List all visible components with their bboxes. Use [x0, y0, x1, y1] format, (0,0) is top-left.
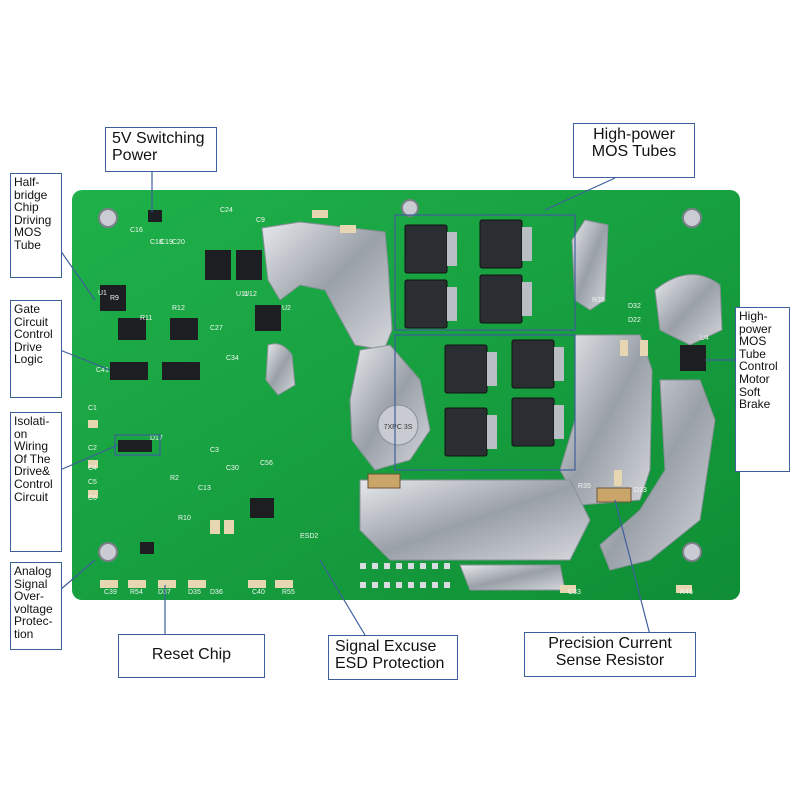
silkscreen-code: C39: [104, 589, 117, 596]
callout-esd-protection: Signal Excuse ESD Protection: [328, 635, 458, 680]
silkscreen-code: C2: [88, 445, 97, 452]
silkscreen-code: C5: [88, 479, 97, 486]
silkscreen-code: C1: [88, 405, 97, 412]
silkscreen-code: R46: [680, 589, 693, 596]
chip-marking: 7XPC 3S: [384, 424, 413, 431]
silkscreen-code: C18: [150, 239, 163, 246]
highlight-boxes: [114, 214, 576, 471]
callout-isolation-wiring: Isolati- on Wiring Of The Drive& Control…: [10, 412, 62, 552]
silkscreen-code: C3: [210, 447, 219, 454]
silkscreen-code: D32: [628, 303, 641, 310]
silkscreen-code: R2: [170, 475, 179, 482]
silkscreen-code: D23: [634, 487, 647, 494]
callout-high-power-mos-tubes: High-power MOS Tubes: [573, 123, 695, 178]
silkscreen-code: R11: [140, 315, 152, 322]
silkscreen-code: R55: [282, 589, 295, 596]
mosfet-tabs: [447, 227, 564, 449]
silkscreen-code: D35: [188, 589, 201, 596]
callout-reset-chip: Reset Chip: [118, 634, 265, 678]
silkscreen-code: C27: [210, 325, 223, 332]
silkscreen-code: C20: [172, 239, 185, 246]
callout-gate-circuit: Gate Circuit Control Drive Logic: [10, 300, 62, 398]
silkscreen-code: C41: [96, 367, 109, 374]
silkscreen-code: C6: [88, 495, 97, 502]
silkscreen-code: R9: [110, 295, 119, 302]
silkscreen-code: ESD2: [300, 533, 318, 540]
silkscreen-code: U11: [236, 291, 248, 298]
silkscreen-code: R10: [178, 515, 191, 522]
silkscreen-code: D36: [210, 589, 223, 596]
callout-current-sense-resistor: Precision Current Sense Resistor: [524, 632, 696, 677]
mounting-holes: [98, 199, 702, 562]
silkscreen-code: U2: [282, 305, 291, 312]
silkscreen-code: R12: [172, 305, 185, 312]
silkscreen-code: D17: [150, 435, 163, 442]
silkscreen-code: C24: [220, 207, 233, 214]
silkscreen-code: U1: [98, 290, 107, 297]
ics: [100, 210, 706, 554]
silkscreen-code: C30: [226, 465, 239, 472]
sense-resistor-body-2: [367, 473, 401, 489]
callout-5v-switching-power: 5V Switching Power: [105, 127, 217, 172]
callout-half-bridge-chip: Half- bridge Chip Driving MOS Tube: [10, 173, 62, 278]
silkscreen-code: C34: [226, 355, 239, 362]
marked-pad: [377, 404, 419, 446]
silkscreen-code: R35: [578, 483, 591, 490]
callout-mos-tube-control: High- power MOS Tube Control Motor Soft …: [735, 307, 790, 472]
callout-analog-signal: Analog Signal Over- voltage Protec- tion: [10, 562, 62, 650]
silkscreen-code: C16: [130, 227, 143, 234]
silkscreen-code: R35: [592, 297, 605, 304]
silkscreen-code: C4: [88, 465, 97, 472]
silkscreen-code: U12: [244, 291, 257, 298]
copper-pours: [261, 219, 723, 591]
leader-lines: [59, 172, 735, 636]
silkscreen-code: C56: [260, 460, 273, 467]
silkscreen-code: C9: [256, 217, 265, 224]
silkscreen-code: C19: [160, 239, 173, 246]
silkscreen-code: D22: [628, 317, 641, 324]
sense-resistor-body: [596, 487, 632, 503]
silkscreen-code: C40: [252, 589, 265, 596]
silkscreen-code: R54: [130, 589, 143, 596]
silkscreen-code: C33: [568, 589, 581, 596]
silkscreen-code: U4: [700, 335, 709, 342]
silkscreen-code: C13: [198, 485, 211, 492]
header-pins: [360, 563, 450, 588]
smd-parts: [88, 210, 692, 593]
mosfet-packages: [404, 219, 555, 457]
